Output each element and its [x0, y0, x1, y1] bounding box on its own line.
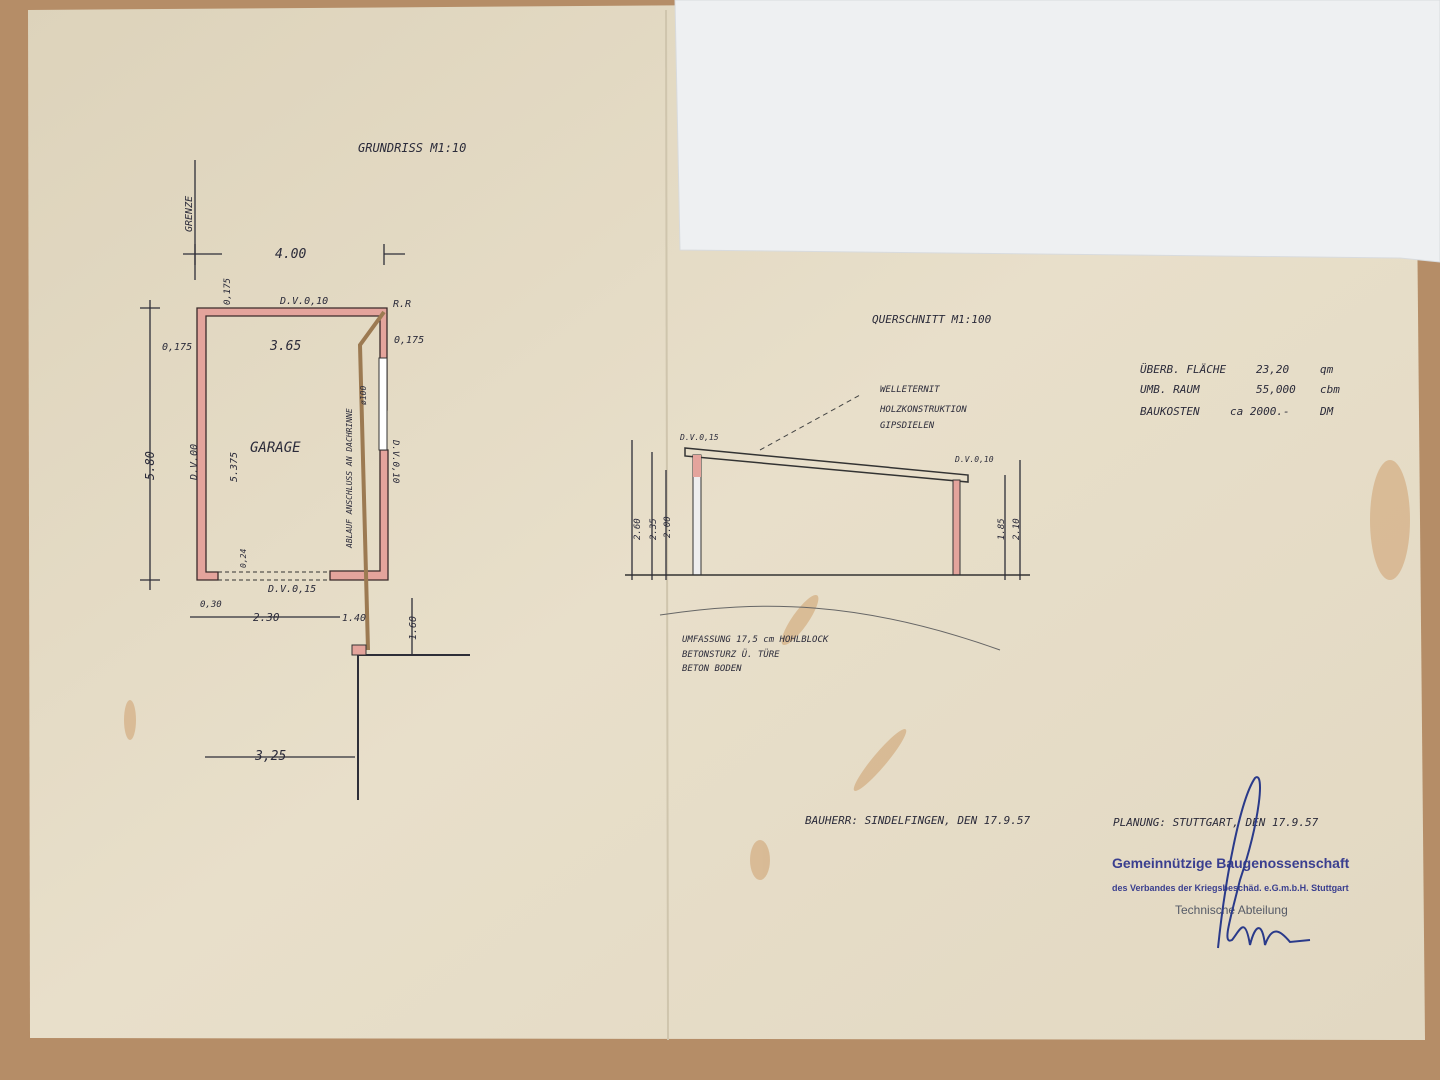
dim-140: 1.40 [342, 613, 366, 624]
boundary-label: GRENZE [184, 196, 195, 232]
pipe-diameter: ø100 [359, 386, 368, 405]
wall-right-lower [329, 449, 389, 581]
summary-value: 55,000 [1256, 383, 1296, 396]
bauherr-line: BAUHERR: SINDELFINGEN, DEN 17.9.57 [805, 814, 1031, 827]
drain-pipe [357, 310, 386, 651]
right-wall [952, 479, 961, 576]
height-210: 2.10 [1012, 518, 1022, 540]
summary-label: BAUKOSTEN [1140, 405, 1200, 418]
roof-layer-3: GIPSDIELEN [880, 421, 935, 431]
roof-layer-1: WELLETERNIT [880, 385, 940, 395]
bottom-wall-label: D.V.0,15 [267, 584, 316, 595]
top-wall-label: D.V.0,10 [279, 296, 328, 307]
cross-section: QUERSCHNITT M1:100 WELLETERNIT HOLZKONST… [625, 313, 1030, 674]
note-betonboden: BETON BODEN [682, 664, 742, 674]
height-200: 2.00 [663, 516, 673, 538]
left-dv-label: D.V.0,15 [679, 433, 719, 442]
section-title: QUERSCHNITT M1:100 [872, 313, 992, 326]
summary-unit: qm [1320, 363, 1334, 376]
floor-plan: GRUNDRISS M1:10 GRENZE 4.00 D.V.0,10 R.R… [140, 141, 470, 800]
dim-024: 0,24 [239, 549, 248, 568]
right-thickness: 0,175 [394, 335, 424, 346]
roof [684, 447, 969, 483]
terrain-sketch [659, 605, 1001, 651]
dim-230: 2.30 [253, 611, 280, 624]
summary-label: UMB. RAUM [1140, 383, 1200, 396]
dim-width: 4.00 [275, 247, 306, 262]
summary-unit: DM [1319, 405, 1334, 418]
stamp-line-2: des Verbandes der Kriegsbeschäd. e.G.m.b… [1112, 883, 1349, 893]
left-thickness: 0,175 [162, 342, 192, 353]
planung-line: PLANUNG: STUTTGART, DEN 17.9.57 [1113, 816, 1319, 829]
dim-030: 0,30 [200, 600, 222, 610]
roof-layer-2: HOLZKONSTRUKTION [879, 405, 967, 415]
summary-table: ÜBERB. FLÄCHE 23,20 qm UMB. RAUM 55,000 … [1140, 363, 1340, 418]
summary-unit: cbm [1320, 383, 1340, 396]
note-betonsturz: BETONSTURZ Ü. TÜRE [682, 649, 780, 660]
height-235: 2.35 [649, 518, 659, 540]
right-dv-label: D.V.0,10 [954, 455, 994, 464]
boundary-wall [357, 650, 470, 800]
window [378, 357, 388, 451]
top-thickness: 0,175 [223, 278, 233, 305]
right-wall-label: D.V.0,10 [390, 439, 400, 483]
dim-325: 3,25 [254, 749, 286, 764]
handwritten-signature [1217, 776, 1311, 949]
plan-title: GRUNDRISS M1:10 [358, 141, 466, 155]
rr-label: R.R [393, 299, 411, 310]
dim-inner-width: 3.65 [269, 339, 301, 354]
paper-sheet [28, 0, 1425, 1040]
note-umfassung: UMFASSUNG 17,5 cm HOHLBLOCK [682, 635, 829, 645]
height-260: 2.60 [633, 518, 643, 540]
left-wall-label: D.V.00 [189, 444, 200, 481]
summary-value: ca 2000.- [1230, 405, 1290, 418]
summary-label: ÜBERB. FLÄCHE [1140, 363, 1226, 376]
dim-inner-length: 5.375 [229, 452, 240, 482]
overlay-sheet [674, 0, 1440, 263]
room-label: GARAGE [250, 440, 301, 456]
pipe-label: ABLAUF ANSCHLUSS AN DACHRINNE [345, 408, 354, 549]
dim-160: 1.60 [408, 616, 419, 640]
height-185: 1.85 [997, 518, 1007, 540]
summary-value: 23,20 [1256, 363, 1289, 376]
fold-line [665, 9, 669, 1041]
